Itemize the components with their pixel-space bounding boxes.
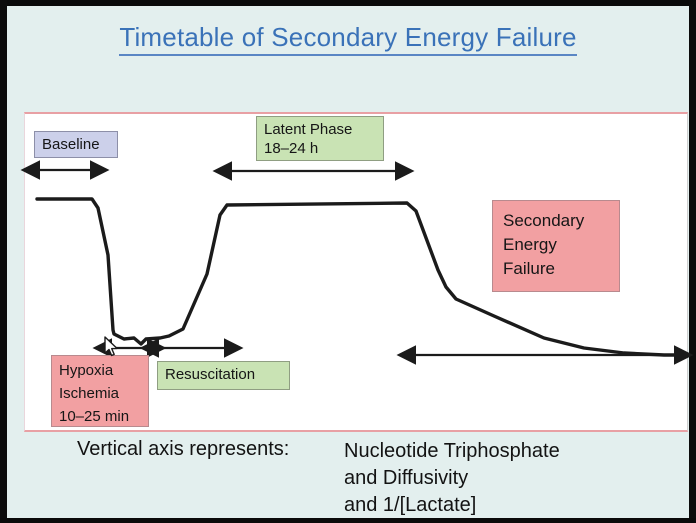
slide-title-text: Timetable of Secondary Energy Failure xyxy=(119,22,577,56)
letterbox-top xyxy=(0,0,696,6)
vertical-axis-line-2: and Diffusivity xyxy=(344,467,469,489)
label-resuscitation: Resuscitation xyxy=(157,361,290,390)
letterbox-left xyxy=(0,0,7,523)
vertical-axis-values: Nucleotide Triphosphate and Diffusivity … xyxy=(344,438,560,519)
mouse-pointer-icon xyxy=(104,336,118,357)
vertical-axis-prompt: Vertical axis represents: xyxy=(77,438,290,460)
letterbox-bottom xyxy=(0,518,696,523)
vertical-axis-line-1: Nucleotide Triphosphate xyxy=(344,440,560,462)
vertical-axis-line-3: and 1/[Lactate] xyxy=(344,494,477,516)
footer-caption: Vertical axis represents: Nucleotide Tri… xyxy=(24,434,688,518)
label-latent-phase: Latent Phase 18–24 h xyxy=(256,116,384,161)
letterbox-right xyxy=(689,0,696,523)
slide-title: Timetable of Secondary Energy Failure xyxy=(0,22,696,56)
label-baseline: Baseline xyxy=(34,131,118,158)
label-hypoxia-ischemia: Hypoxia Ischemia 10–25 min xyxy=(51,355,149,427)
energy-state-curve xyxy=(35,197,680,357)
label-secondary-energy-failure: Secondary Energy Failure xyxy=(492,200,620,292)
